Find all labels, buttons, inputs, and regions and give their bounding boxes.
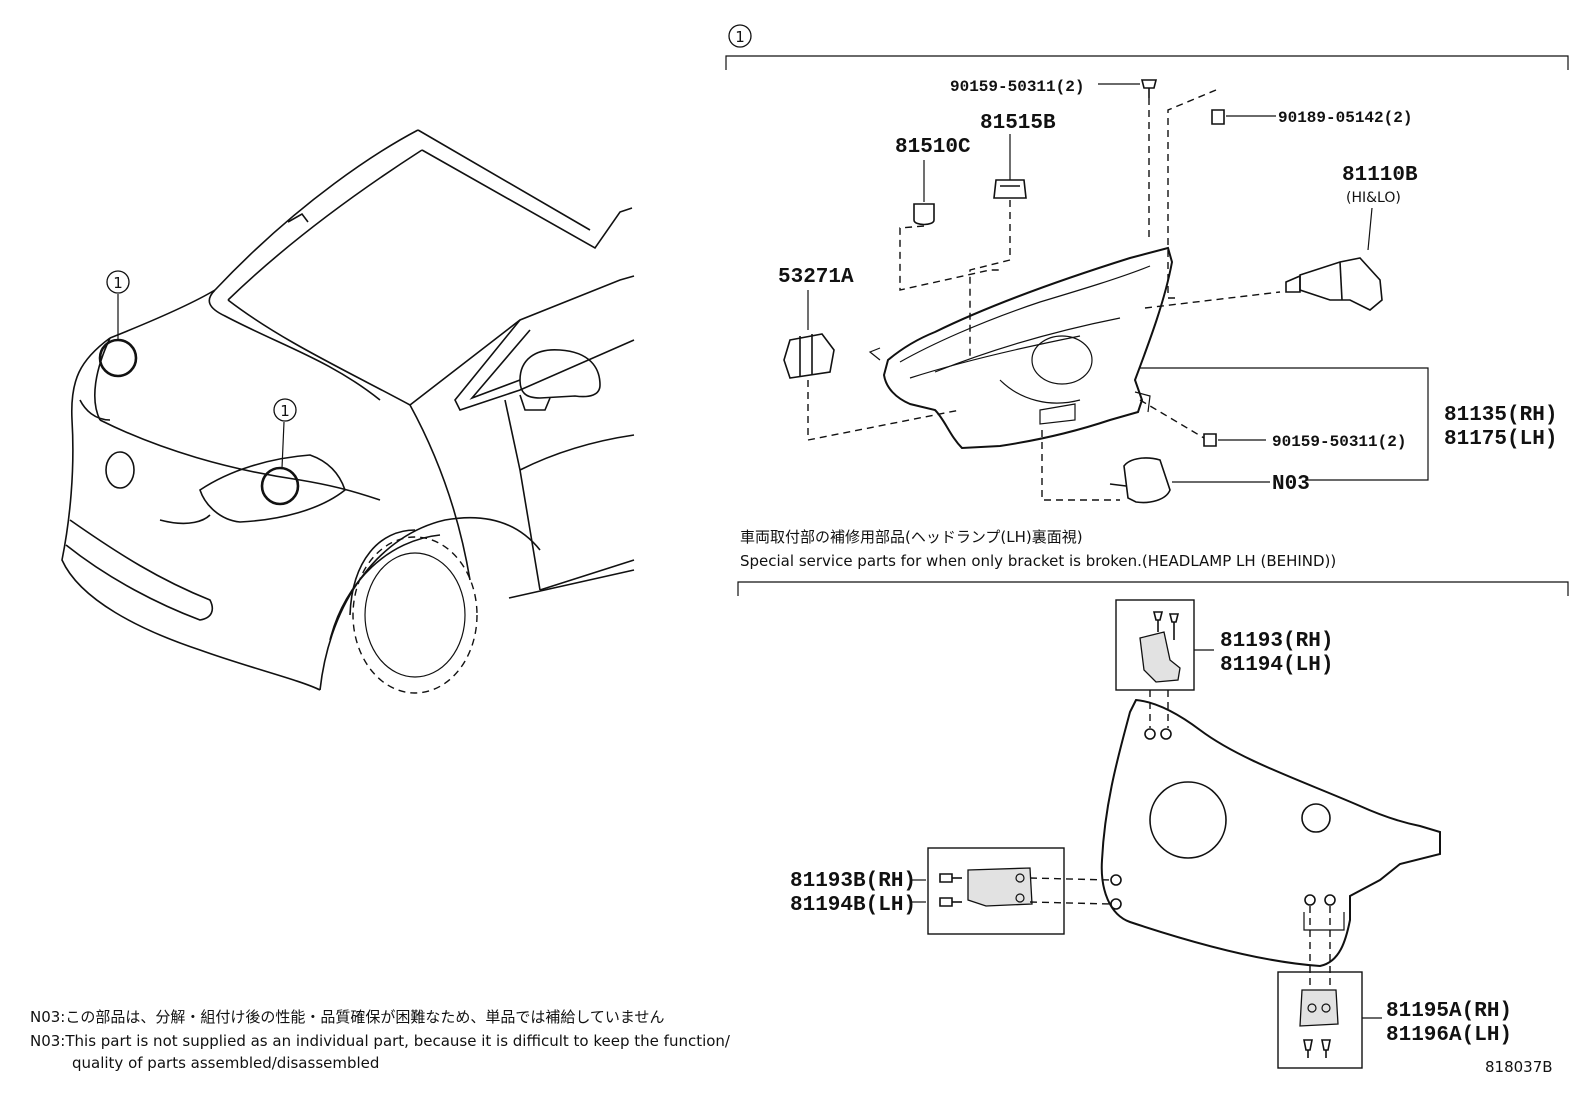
- actuator-53271a-icon: [783, 290, 835, 379]
- bracket-bottom-lh-label: 81196A(LH): [1386, 1024, 1512, 1047]
- n03-label: N03: [1272, 473, 1310, 496]
- bracket-section-line: [737, 581, 1569, 596]
- headlamp-rh-label: 81135(RH): [1444, 404, 1557, 427]
- footnote-jp: N03:この部品は、分解・組付け後の性能・品質確保が困難なため、単品では補給して…: [30, 1008, 664, 1026]
- clip-top-icon: [1211, 109, 1276, 125]
- bulb-81110b-label: 81110B: [1342, 164, 1418, 187]
- bracket-top-lh-label: 81194(LH): [1220, 654, 1333, 677]
- footnote-en-line1: N03:This part is not supplied as an indi…: [30, 1032, 731, 1050]
- group-callout: 1: [728, 24, 752, 48]
- car-illustration: [61, 129, 635, 694]
- bracket-bottom-rh-label: 81195A(RH): [1386, 1000, 1512, 1023]
- bulb-81510c-icon: [913, 160, 935, 226]
- service-note-jp: 車両取付部の補修用部品(ヘッドランプ(LH)裏面視): [740, 528, 1083, 546]
- n03-motor-icon: [1109, 457, 1270, 504]
- diagram-code: 818037B: [1485, 1058, 1553, 1076]
- headlamp-leaders: [807, 89, 1281, 501]
- svg-text:1: 1: [735, 28, 745, 46]
- footnote-en-line2: quality of parts assembled/disassembled: [72, 1054, 379, 1072]
- bulb-81110b-sub: (HI&LO): [1346, 190, 1401, 206]
- screw-top-label: 90159-50311(2): [950, 78, 1084, 96]
- headlamp-body-icon: [868, 246, 1174, 450]
- bracket-top-box: [1115, 599, 1214, 728]
- bracket-side-box: [912, 847, 1111, 935]
- bulb-81510c-label: 81510C: [895, 136, 971, 159]
- bracket-bottom-box: [1277, 906, 1382, 1069]
- actuator-53271a-label: 53271A: [778, 266, 854, 289]
- socket-81515b-label: 81515B: [980, 112, 1056, 135]
- screw-lower-label: 90159-50311(2): [1272, 433, 1406, 451]
- car-callout-label-2: 1: [273, 398, 297, 422]
- bracket-top-rh-label: 81193(RH): [1220, 630, 1333, 653]
- screw-top-icon: [1098, 79, 1158, 98]
- headlamp-rear-housing-icon: [1100, 698, 1441, 968]
- bulb-81110b-icon: [1285, 207, 1383, 311]
- headlamp-lh-label: 81175(LH): [1444, 428, 1557, 451]
- service-note-en: Special service parts for when only brac…: [740, 552, 1336, 570]
- headlamp-label-bracket: [1140, 367, 1429, 481]
- screw-lower-icon: [1203, 433, 1266, 447]
- bracket-side-lh-label: 81194B(LH): [790, 894, 916, 917]
- clip-top-label: 90189-05142(2): [1278, 109, 1412, 127]
- bracket-side-rh-label: 81193B(RH): [790, 870, 916, 893]
- socket-81515b-icon: [993, 134, 1027, 199]
- car-callout-label-1: 1: [106, 270, 130, 294]
- svg-text:1: 1: [280, 402, 290, 420]
- svg-text:1: 1: [113, 274, 123, 292]
- assembly-bracket-line: [725, 55, 1569, 70]
